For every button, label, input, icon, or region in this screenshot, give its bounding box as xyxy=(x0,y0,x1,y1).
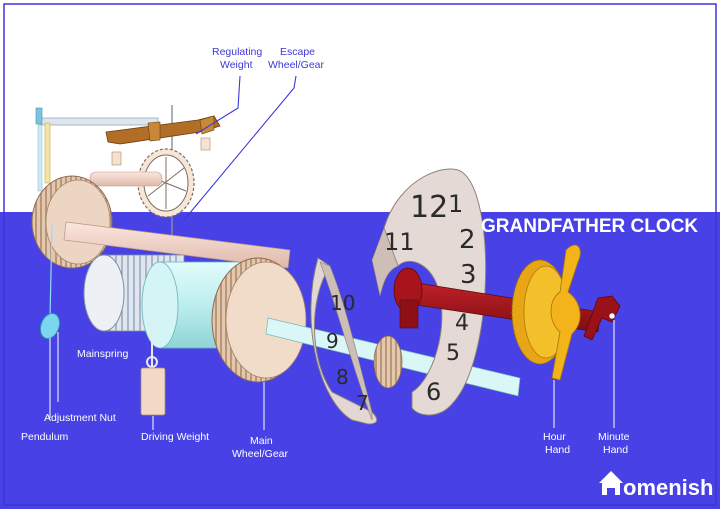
dial-number-10: 10 xyxy=(330,291,355,315)
label-escape-wheel-2: Wheel/Gear xyxy=(268,59,325,71)
title-line-2: GRANDFATHER CLOCK xyxy=(481,216,698,237)
dial-number-6: 6 xyxy=(426,378,441,406)
label-mainspring: Mainspring xyxy=(77,348,129,360)
dial-number-2: 2 xyxy=(459,225,476,255)
pinion-gear xyxy=(373,335,403,389)
dial-number-9: 9 xyxy=(326,329,339,353)
brand-name: omenish xyxy=(623,475,713,500)
label-pendulum: Pendulum xyxy=(21,431,69,443)
leader-lines-top xyxy=(183,75,297,221)
dial-number-11: 11 xyxy=(384,228,415,256)
main-wheel-gear xyxy=(211,257,307,383)
label-minute-hand-2: Hand xyxy=(603,444,628,456)
pendulum-bob xyxy=(39,312,61,340)
hour-dial-ring xyxy=(371,168,487,416)
escape-wheel xyxy=(137,148,195,218)
frame-border xyxy=(3,3,717,506)
leader-lines-bottom xyxy=(49,320,615,430)
anchor-bracket xyxy=(105,115,221,166)
third-wheel-gear xyxy=(31,175,113,269)
label-adjustment-nut: Adjustment Nut xyxy=(44,412,116,424)
label-regulating-weight-2: Weight xyxy=(220,59,253,71)
long-arbor xyxy=(63,221,291,269)
brand-logo: omenish xyxy=(599,471,713,500)
dial-number-7: 7 xyxy=(356,391,369,415)
dial-number-4: 4 xyxy=(455,311,469,336)
minute-dial-segment xyxy=(310,257,378,425)
minute-hand-part xyxy=(583,295,621,341)
pendulum-rod xyxy=(49,224,53,319)
hour-wheel-gear xyxy=(511,259,569,365)
upper-arbor xyxy=(89,171,163,187)
dial-number-8: 8 xyxy=(336,365,349,389)
label-main-wheel-2: Wheel/Gear xyxy=(232,448,289,460)
label-regulating-weight-1: Regulating xyxy=(212,46,262,58)
dial-number-1: 1 xyxy=(448,190,463,218)
label-hour-hand-2: Hand xyxy=(545,444,570,456)
dial-number-12: 12 xyxy=(410,190,448,225)
label-minute-hand-1: Minute xyxy=(598,431,630,443)
lever-bar xyxy=(35,107,159,192)
label-escape-wheel-1: Escape xyxy=(280,46,315,58)
hour-hand-part xyxy=(550,244,581,381)
house-h-icon xyxy=(599,471,623,495)
label-driving-weight: Driving Weight xyxy=(141,431,209,443)
label-main-wheel-1: Main xyxy=(250,435,273,447)
driving-weight xyxy=(140,367,166,416)
dial-number-3: 3 xyxy=(460,260,477,290)
label-hour-hand-1: Hour xyxy=(543,431,566,443)
dial-number-5: 5 xyxy=(446,341,460,366)
title-line-1: ANATOMY OF A xyxy=(550,193,694,214)
